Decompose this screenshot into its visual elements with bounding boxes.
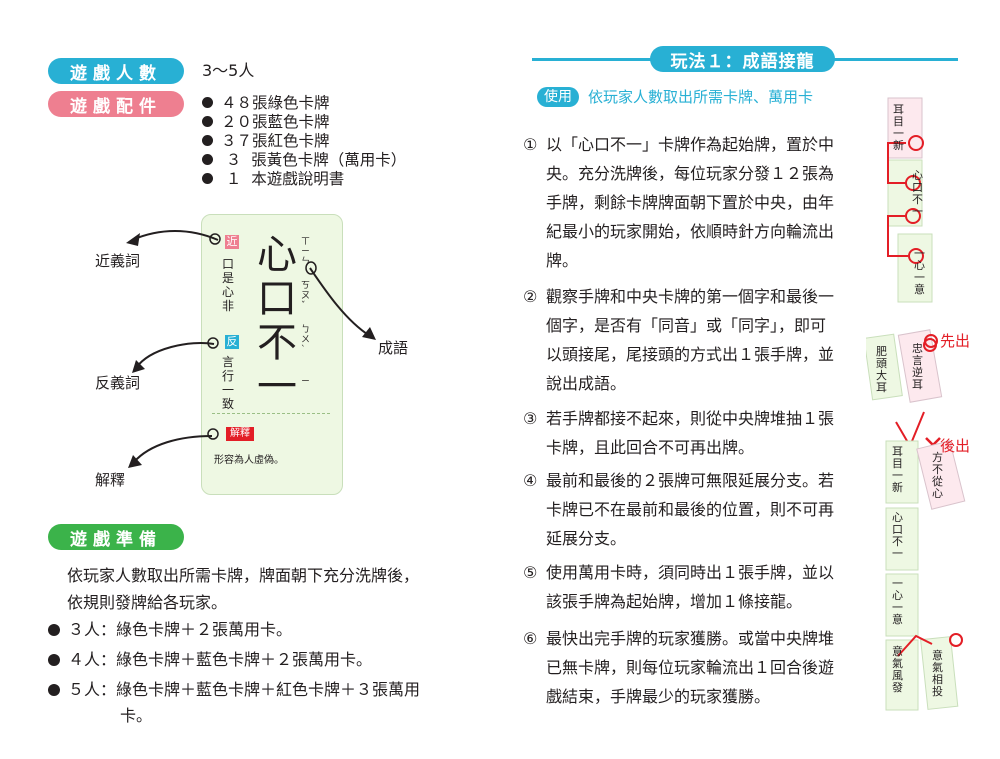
rule-line: 說出成語。	[546, 374, 627, 393]
mini-card-text: 肥頭大耳	[876, 345, 887, 394]
section-title: 玩法１：成語接龍	[650, 46, 835, 72]
card-stack-low	[885, 440, 966, 711]
rule-line: 手牌，剩餘卡牌牌面朝下置於中央，由年	[546, 193, 835, 212]
mini-card-text: 耳目一新	[892, 445, 903, 494]
explain-text: 形容為人虛偽。	[214, 455, 284, 466]
prep-text: 依玩家人數取出所需卡牌，牌面朝下充分洗牌後， 依規則發牌給各玩家。	[67, 566, 420, 612]
rule-number: ⑥	[523, 629, 538, 648]
zhuyin: ㄧ	[301, 377, 311, 387]
rule-line: 使用萬用卡時，須同時出１張手牌，並以	[546, 563, 835, 582]
zhuyin: ㄎㄡˇ	[301, 281, 311, 311]
rule-line: 卡牌，且此回合不可再出牌。	[546, 438, 755, 457]
idiom-char: 口	[257, 276, 297, 322]
mini-card	[866, 333, 903, 401]
components-pill: 遊戲配件	[48, 91, 184, 117]
mini-card	[920, 636, 959, 710]
mini-card	[916, 440, 966, 510]
first-circle	[924, 334, 938, 348]
callout-synonym: 近義詞	[95, 252, 141, 270]
rule-line: 最快出完手牌的玩家獲勝。或當中央牌堆	[546, 629, 835, 648]
rule-number: ④	[523, 471, 538, 490]
mini-card	[885, 440, 919, 504]
mini-card-text: 心口不一	[912, 169, 923, 218]
rule-line: 卡牌已不在最前和最後的位置，則不可再	[546, 500, 835, 519]
antonym-badge: 反	[225, 335, 239, 349]
rule-item: ② 觀察手牌和中央卡牌的第一個字和最後一個字，是否有「同音」或「同字」，即可以頭接…	[523, 282, 875, 398]
later-label: 後出	[940, 437, 971, 455]
synonym-badge: 近	[225, 235, 239, 249]
prep-list: ３人：綠色卡牌＋２張萬用卡。 ４人：綠色卡牌＋藍色卡牌＋２張萬用卡。 ５人：綠色…	[48, 615, 498, 727]
idiom-char: 心	[257, 232, 297, 278]
prep-item: ４人：綠色卡牌＋藍色卡牌＋２張萬用卡。	[48, 645, 498, 675]
mini-card-text: 忠言逆耳	[912, 342, 923, 391]
rule-line: 若手牌都接不起來，則從中央牌堆抽１張	[546, 409, 835, 428]
mini-card	[885, 507, 919, 571]
rule-line: 觀察手牌和中央卡牌的第一個字和最後一	[546, 287, 835, 306]
rule-number: ①	[523, 135, 538, 154]
rule-item: ③ 若手牌都接不起來，則從中央牌堆抽１張卡牌，且此回合不可再出牌。	[523, 404, 875, 462]
rule-number: ③	[523, 409, 538, 428]
rule-number: ⑤	[523, 563, 538, 582]
idiom-char: 一	[257, 364, 297, 410]
mini-card-text: 一心一意	[892, 577, 903, 626]
use-badge: 使用	[537, 87, 579, 107]
rule-item: ④ 最前和最後的２張牌可無限延展分支。若卡牌已不在最前和最後的位置，則不可再延展分…	[523, 466, 875, 553]
prep-item: 卡。	[120, 706, 153, 725]
title-rule-left	[532, 58, 652, 61]
rule-line: 該張手牌為起始牌，增加１條接龍。	[546, 592, 803, 611]
rule-item: ① 以「心口不一」卡牌作為起始牌，置於中央。充分洗牌後，每位玩家分發１２張為手牌，…	[523, 130, 875, 275]
mini-card-text: 意氣相投	[932, 649, 943, 698]
zhuyin: ㄒㄧㄣ	[301, 237, 311, 267]
component-item: １ 本遊戲說明書	[202, 170, 344, 188]
rule-item: ⑤ 使用萬用卡時，須同時出１張手牌，並以該張手牌為起始牌，增加１條接龍。	[523, 558, 875, 616]
mini-card	[897, 233, 933, 303]
mini-card-text: 耳目一新	[893, 103, 904, 152]
card-stack-top	[887, 97, 933, 303]
rule-line: 紀最小的玩家開始，依順時針方向輪流出	[546, 222, 835, 241]
component-item: ３７張紅色卡牌	[202, 132, 330, 150]
rule-number: ②	[523, 287, 538, 306]
use-text: 依玩家人數取出所需卡牌、萬用卡	[588, 88, 814, 106]
rule-line: 以「心口不一」卡牌作為起始牌，置於中	[546, 135, 835, 154]
idiom-char: 不	[257, 320, 297, 366]
mini-card-text: 意氣風發	[892, 645, 903, 694]
mini-card	[887, 97, 923, 159]
component-item: ３ 張黃色卡牌（萬用卡）	[202, 151, 406, 169]
mini-card	[885, 573, 919, 637]
zhuyin: ㄅㄨˋ	[301, 325, 311, 355]
rule-line: 個字，是否有「同音」或「同字」，即可	[546, 316, 827, 335]
antonym-text: 言行一致	[222, 355, 235, 411]
rule-line: 戲結束，手牌最少的玩家獲勝。	[546, 687, 771, 706]
title-rule-right	[830, 58, 958, 61]
callout-idiom: 成語	[378, 339, 409, 357]
synonym-text: 口是心非	[222, 257, 235, 313]
callout-explanation: 解釋	[95, 471, 126, 489]
rule-line: 央。充分洗牌後，每位玩家分發１２張為	[546, 164, 835, 183]
prep-pill: 遊戲準備	[48, 524, 184, 550]
callout-antonym: 反義詞	[95, 374, 141, 392]
component-item: ２０張藍色卡牌	[202, 113, 330, 131]
mini-card-text: 方不從心	[932, 451, 943, 500]
rule-line: 牌。	[546, 251, 579, 270]
callout-arrows	[126, 230, 376, 468]
mini-card-text: 心口不一	[892, 511, 903, 560]
players-pill: 遊戲人數	[48, 58, 184, 84]
explain-badge: 解釋	[226, 427, 254, 441]
rule-line: 以頭接尾，尾接頭的方式出１張手牌，並	[546, 345, 835, 364]
mini-card-text: 一心一意	[914, 247, 925, 296]
first-label: 先出	[940, 332, 971, 350]
prep-item: ５人：綠色卡牌＋藍色卡牌＋紅色卡牌＋３張萬用	[48, 675, 498, 705]
prep-item: ３人：綠色卡牌＋２張萬用卡。	[48, 615, 498, 645]
rule-item: ⑥ 最快出完手牌的玩家獲勝。或當中央牌堆已無卡牌，則每位玩家輪流出１回合後遊戲結束…	[523, 624, 875, 711]
rule-line: 最前和最後的２張牌可無限延展分支。若	[546, 471, 835, 490]
rule-line: 已無卡牌，則每位玩家輪流出１回合後遊	[546, 658, 835, 677]
rule-line: 延展分支。	[546, 529, 627, 548]
card-divider	[212, 413, 330, 414]
sample-card: 近 口是心非 反 言行一致 心 口 不 一 ㄒㄧㄣ ㄎㄡˇ ㄅㄨˋ ㄧ 解釋 形…	[201, 214, 343, 495]
players-value: 3～5人	[202, 61, 255, 80]
component-item: ４８張綠色卡牌	[202, 94, 330, 112]
